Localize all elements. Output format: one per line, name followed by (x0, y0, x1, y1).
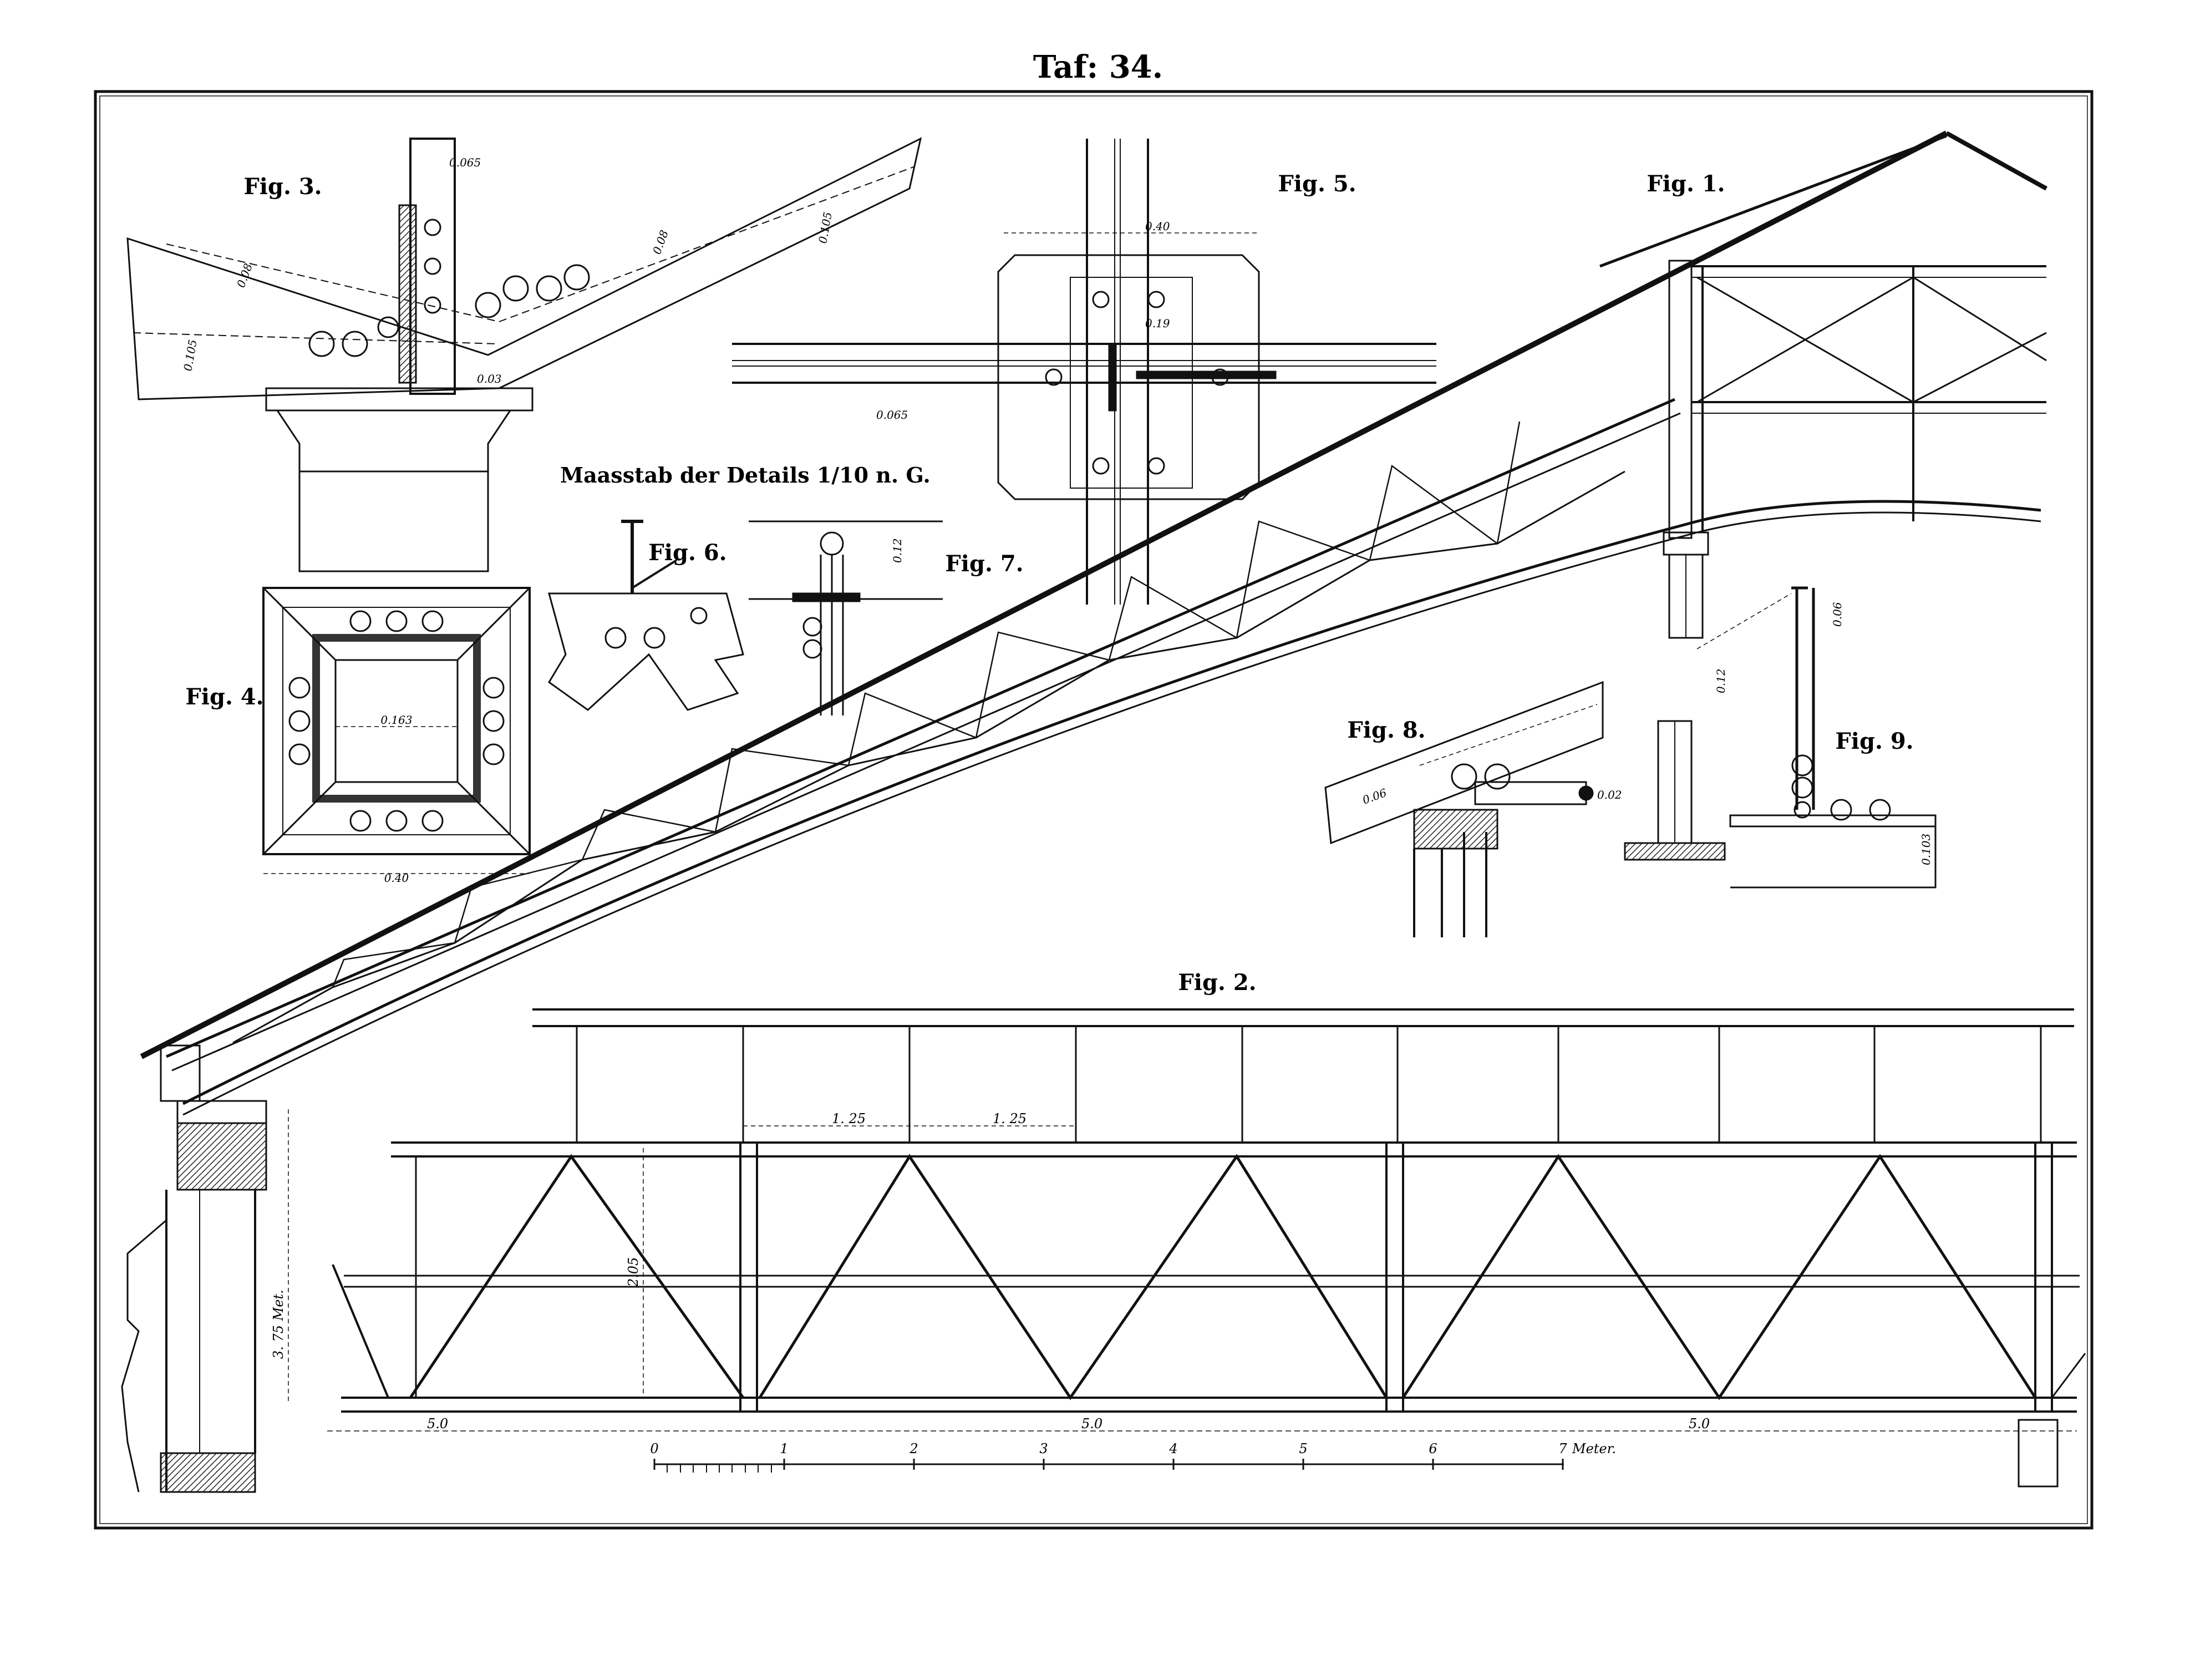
fig3-dim-d: 0.08 (650, 229, 671, 256)
fig4-dim-inner: 0.163 (380, 713, 412, 727)
fig5-dim-mid: 0.19 (1145, 317, 1170, 330)
fig2-label: Fig. 2. (1178, 970, 1256, 996)
plate-border-inner (99, 95, 2088, 1524)
fig4-label: Fig. 4. (185, 684, 263, 710)
scale-tick-label: 7 (1558, 1441, 1567, 1456)
scale-unit: Meter. (1572, 1441, 1616, 1456)
fig3-dim-a: 0.08 (234, 262, 255, 290)
fig5-label: Fig. 5. (1278, 171, 1356, 197)
fig9-detail (1624, 586, 1937, 889)
detail-scale-note: Maasstab der Details 1/10 n. G. (560, 463, 931, 488)
fig4-column-head (262, 587, 531, 874)
fig5-dim-web: 0.065 (876, 408, 908, 422)
fig9-dim-a: 0.06 (1831, 602, 1844, 627)
fig4-dim-width: 0.40 (384, 871, 409, 885)
wall-height-dim: 3. 75 Met. (271, 1290, 286, 1359)
fig5-dim-width: 0.40 (1145, 220, 1170, 233)
fig2-dim-span1: 5.0 (427, 1416, 448, 1432)
scale-tick-label: 1 (780, 1441, 788, 1456)
fig7-label: Fig. 7. (945, 551, 1023, 577)
fig8-dim-b: 0.02 (1597, 788, 1622, 801)
fig5-purlin-crossing (732, 139, 1436, 605)
plate-title: Taf: 34. (1033, 49, 1163, 85)
fig3-rafter-joint (126, 137, 922, 572)
fig2-dim-panel1: 1. 25 (832, 1111, 866, 1126)
scale-bar (653, 1459, 1564, 1473)
fig8-detail (1324, 681, 1604, 937)
fig6-detail (548, 520, 744, 711)
fig2-dim-span3: 5.0 (1689, 1416, 1710, 1432)
fig3-dim-c: 0.105 (816, 211, 835, 245)
fig7-detail (749, 520, 943, 715)
fig3-label: Fig. 3. (243, 174, 322, 200)
fig9-dim-c: 0.103 (1919, 834, 1933, 865)
plate-border (94, 90, 2094, 1530)
fig8-dim-a: 0.06 (1361, 786, 1389, 807)
fig6-label: Fig. 6. (648, 540, 726, 566)
scale-tick-label: 0 (650, 1441, 658, 1456)
fig8-label: Fig. 8. (1347, 717, 1425, 743)
fig1-label: Fig. 1. (1647, 171, 1725, 197)
fig2-dim-height: 2.05 (626, 1257, 641, 1287)
fig9-dim-b: 0.12 (1714, 668, 1727, 693)
scale-tick-label: 2 (909, 1441, 918, 1456)
scale-tick-label: 3 (1039, 1441, 1048, 1456)
fig3-dim-top: 0.065 (449, 156, 481, 169)
scale-tick-label: 5 (1299, 1441, 1307, 1456)
fig2-dim-span2: 5.0 (1081, 1416, 1102, 1432)
scale-tick-label: 4 (1168, 1441, 1177, 1456)
fig7-dim: 0.12 (891, 538, 904, 563)
scale-tick-label: 6 (1429, 1441, 1437, 1456)
fig3-dim-e: 0.03 (477, 372, 502, 385)
fig9-label: Fig. 9. (1835, 728, 1913, 754)
fig2-dim-panel2: 1. 25 (993, 1111, 1027, 1126)
fig2-girder-elevation (288, 1008, 2086, 1488)
fig3-dim-b: 0.105 (181, 338, 200, 372)
fig1-roof-truss (121, 130, 2047, 1493)
